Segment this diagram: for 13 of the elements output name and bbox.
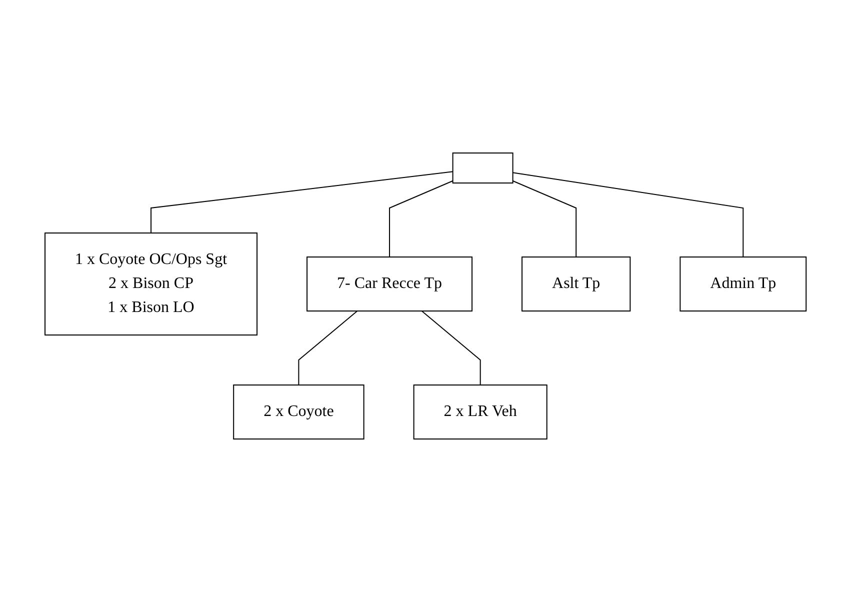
node-box: 2 x Coyote	[233, 384, 364, 439]
connector	[388, 180, 454, 257]
node-box: Admin Tp	[680, 256, 807, 311]
connector	[421, 310, 481, 385]
node-box	[452, 152, 514, 183]
connector	[150, 170, 454, 233]
node-box: 2 x LR Veh	[413, 384, 548, 439]
connector	[512, 172, 744, 257]
node-box: Aslt Tp	[521, 256, 631, 311]
node-box: 7- Car Recce Tp	[306, 256, 472, 311]
connector	[298, 310, 358, 385]
node-box: 1 x Coyote OC/Ops Sgt 2 x Bison CP 1 x Bison LO	[44, 232, 258, 335]
connector	[512, 180, 577, 257]
